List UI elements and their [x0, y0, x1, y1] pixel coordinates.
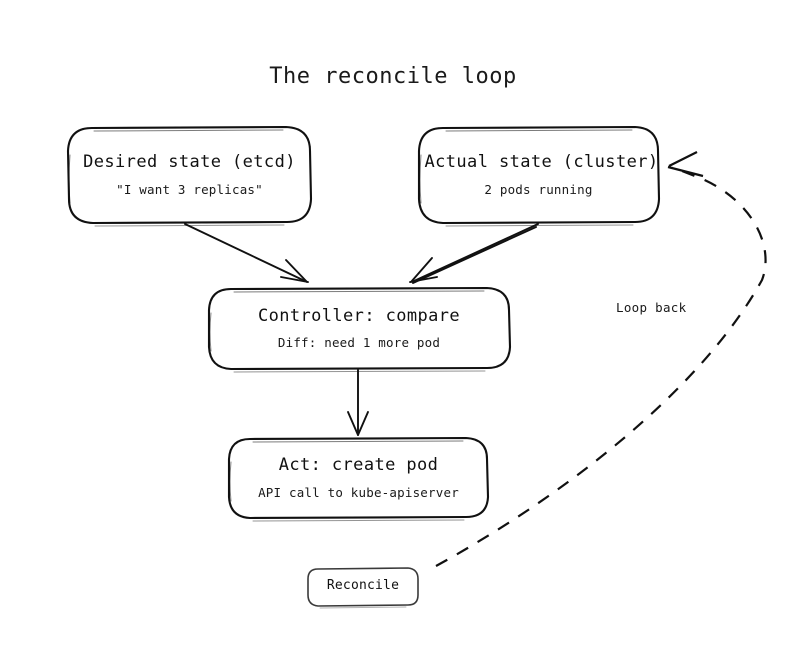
- edge-actual-to-controller: [409, 223, 539, 284]
- node-desired-state[interactable]: Desired state (etcd) "I want 3 replicas": [68, 127, 311, 223]
- page-title: The reconcile loop: [269, 64, 517, 89]
- edge-desired-to-controller: [184, 223, 309, 283]
- node-desired-state-subtitle: "I want 3 replicas": [116, 181, 263, 197]
- node-controller-compare[interactable]: Controller: compare Diff: need 1 more po…: [209, 288, 509, 369]
- node-actual-state-title: Actual state (cluster): [424, 152, 659, 173]
- node-act-create-pod-title: Act: create pod: [278, 455, 439, 476]
- node-desired-state-title: Desired state (etcd): [83, 152, 296, 173]
- node-reconcile[interactable]: Reconcile: [308, 568, 418, 605]
- node-act-create-pod-subtitle: API call to kube-apiserver: [258, 484, 459, 500]
- node-reconcile-title: Reconcile: [326, 578, 400, 594]
- node-controller-compare-subtitle: Diff: need 1 more pod: [277, 335, 441, 351]
- edge-controller-to-act: [347, 369, 369, 436]
- node-actual-state[interactable]: Actual state (cluster) 2 pods running: [419, 127, 659, 223]
- node-controller-compare-title: Controller: compare: [257, 305, 461, 326]
- edge-label-loop-back: Loop back: [616, 300, 687, 315]
- node-act-create-pod[interactable]: Act: create pod API call to kube-apiserv…: [229, 438, 488, 518]
- node-actual-state-subtitle: 2 pods running: [484, 181, 593, 197]
